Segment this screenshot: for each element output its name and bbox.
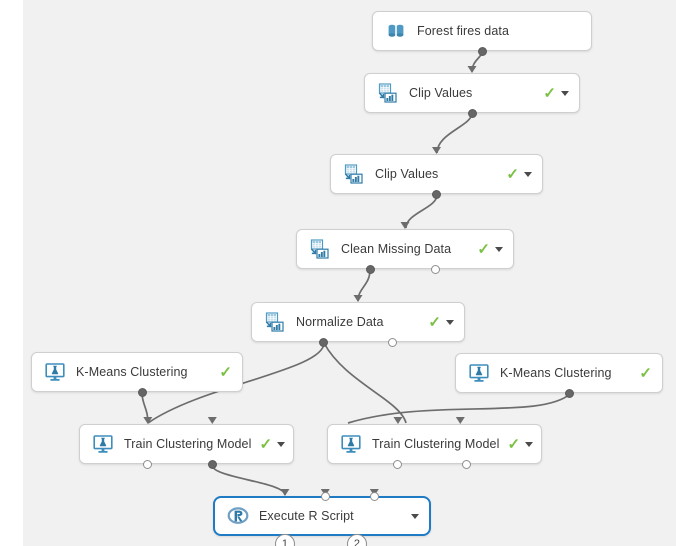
node-status: ✓ — [259, 435, 286, 453]
node-label: Normalize Data — [296, 315, 384, 329]
node-label: Train Clustering Model — [372, 437, 500, 451]
status-check-icon: ✓ — [477, 240, 490, 258]
node-train-clustering-model-right[interactable]: Train Clustering Model ✓ — [327, 424, 542, 464]
node-execute-r-script[interactable]: Execute R Script — [213, 496, 431, 536]
node-status: ✓ — [639, 366, 652, 381]
node-forest-fires-data[interactable]: Forest fires data — [372, 11, 592, 51]
status-check-icon: ✓ — [507, 435, 521, 453]
machine-learning-icon — [92, 433, 114, 455]
machine-learning-icon — [468, 362, 490, 384]
output-port-connected[interactable] — [432, 189, 441, 199]
output-port-connected[interactable] — [207, 459, 217, 469]
output-port-1[interactable]: 1 — [274, 534, 295, 546]
node-clip-values-1[interactable]: Clip Values ✓ — [364, 73, 580, 113]
chevron-down-icon[interactable] — [561, 90, 569, 96]
output-port-connected[interactable] — [564, 388, 574, 398]
output-port-connected[interactable] — [365, 264, 375, 274]
status-check-icon: ✓ — [219, 363, 232, 381]
status-check-icon: ✓ — [259, 435, 273, 453]
node-label: Clean Missing Data — [341, 242, 452, 256]
output-port-open[interactable] — [431, 264, 441, 274]
node-status — [411, 513, 419, 519]
output-port-connected[interactable] — [477, 46, 487, 56]
node-k-means-clustering-right[interactable]: K-Means Clustering ✓ — [455, 353, 663, 393]
node-label: K-Means Clustering — [76, 365, 188, 379]
status-check-icon: ✓ — [639, 364, 652, 382]
data-transform-icon — [377, 82, 399, 104]
chevron-down-icon[interactable] — [525, 441, 534, 447]
chevron-down-icon[interactable] — [277, 441, 286, 447]
data-transform-icon — [264, 311, 286, 333]
machine-learning-icon — [340, 433, 362, 455]
output-port-connected[interactable] — [319, 337, 329, 347]
chevron-down-icon[interactable] — [446, 319, 454, 325]
data-transform-icon — [309, 238, 331, 260]
node-k-means-clustering-left[interactable]: K-Means Clustering ✓ — [31, 352, 243, 392]
node-status: ✓ — [219, 365, 232, 380]
node-train-clustering-model-left[interactable]: Train Clustering Model ✓ — [79, 424, 294, 464]
output-port-open[interactable] — [462, 459, 472, 469]
input-port-open[interactable] — [369, 491, 379, 501]
node-label: Clip Values — [375, 167, 439, 181]
chevron-down-icon[interactable] — [411, 513, 419, 519]
node-status: ✓ — [543, 86, 569, 101]
node-clip-values-2[interactable]: Clip Values ✓ — [330, 154, 543, 194]
node-label: Forest fires data — [417, 24, 510, 38]
node-label: Clip Values — [409, 86, 473, 100]
output-port-open[interactable] — [143, 459, 153, 469]
node-normalize-data[interactable]: Normalize Data ✓ — [251, 302, 465, 342]
dataset-icon — [385, 20, 407, 42]
node-status: ✓ — [506, 167, 532, 182]
output-port-2[interactable]: 2 — [346, 534, 367, 546]
output-port-open[interactable] — [393, 459, 403, 469]
node-clean-missing-data[interactable]: Clean Missing Data ✓ — [296, 229, 514, 269]
machine-learning-icon — [44, 361, 66, 383]
node-label: Train Clustering Model — [124, 437, 252, 451]
input-port-open[interactable] — [320, 491, 330, 501]
node-status: ✓ — [477, 242, 503, 257]
status-check-icon: ✓ — [506, 165, 519, 183]
node-label: Execute R Script — [259, 509, 354, 523]
data-transform-icon — [343, 163, 365, 185]
node-status: ✓ — [428, 315, 454, 330]
r-script-icon — [227, 505, 249, 527]
status-check-icon: ✓ — [428, 313, 441, 331]
output-port-open[interactable] — [387, 337, 397, 347]
status-check-icon: ✓ — [543, 84, 556, 102]
output-port-connected[interactable] — [467, 108, 477, 118]
output-port-connected[interactable] — [137, 387, 147, 397]
node-label: K-Means Clustering — [500, 366, 612, 380]
node-status: ✓ — [507, 435, 534, 453]
chevron-down-icon[interactable] — [495, 246, 503, 252]
chevron-down-icon[interactable] — [524, 171, 532, 177]
